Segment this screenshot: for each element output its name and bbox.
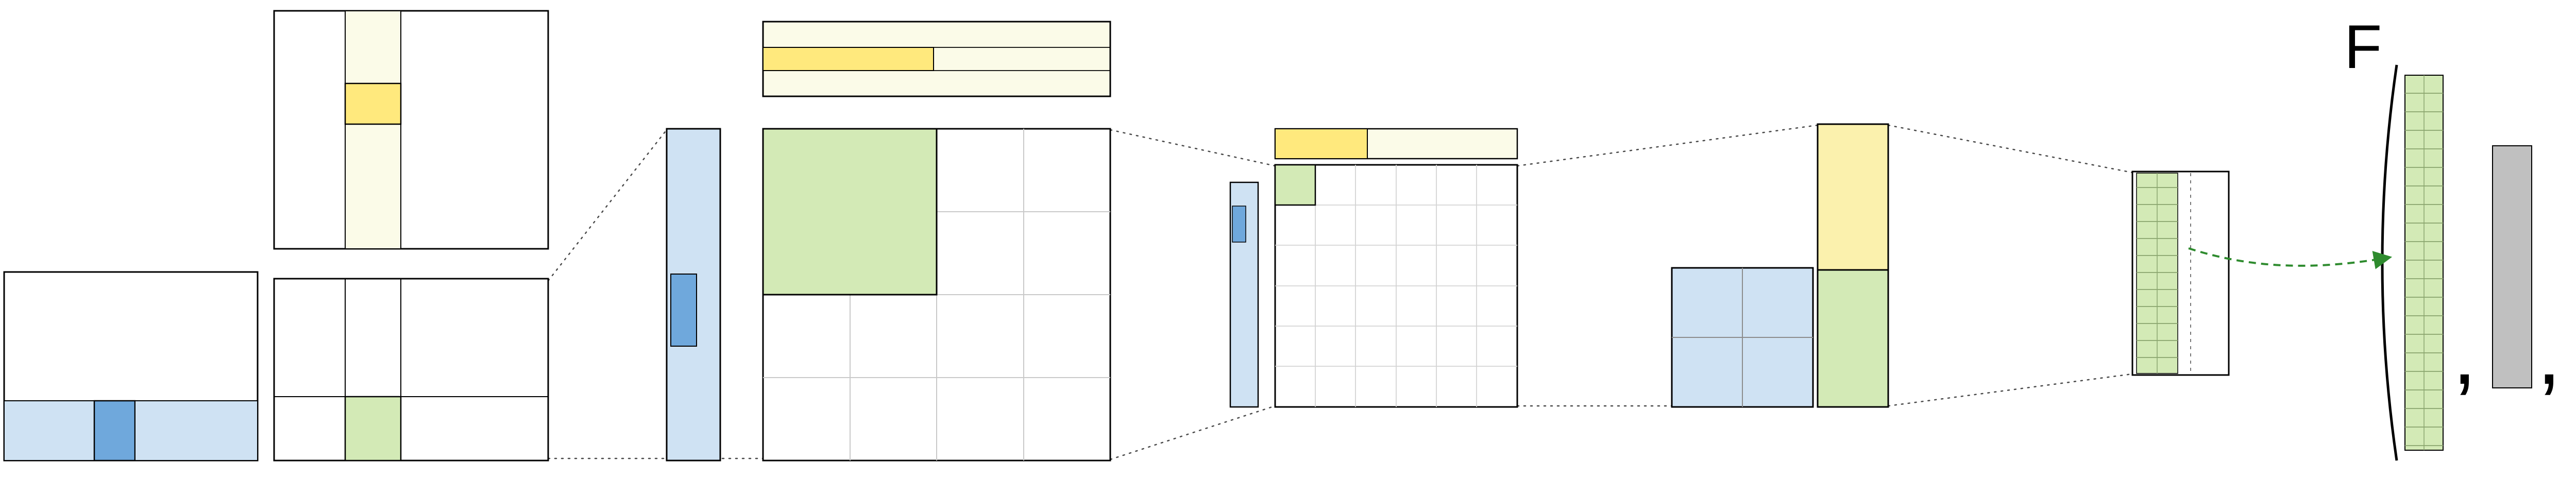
stacked-blocks bbox=[1817, 123, 1889, 408]
vector-row-yellow-small bbox=[1274, 128, 1518, 160]
vector-column-selected-segment bbox=[670, 274, 697, 347]
zoom-line-4a bbox=[1887, 124, 2133, 174]
matrix-top-input bbox=[273, 10, 549, 250]
matrix-output bbox=[273, 278, 549, 462]
zoom-line-3a bbox=[1516, 124, 1819, 167]
matrix-left-input bbox=[3, 271, 259, 462]
comma-2: , bbox=[2537, 305, 2561, 403]
selected-block-blue bbox=[93, 400, 136, 462]
function-label: F bbox=[2344, 12, 2382, 81]
zoom-line-4b bbox=[1887, 373, 2133, 407]
zoom-connectors bbox=[547, 124, 2133, 461]
vector-column-small-selected-segment bbox=[1232, 206, 1246, 243]
selected-cell-green-small bbox=[1274, 164, 1316, 206]
ellipsis: ⋯ bbox=[2573, 216, 2576, 291]
zoom-line-1a bbox=[547, 129, 668, 282]
highlighted-row-left bbox=[4, 400, 95, 461]
matrix-output-frame bbox=[273, 278, 549, 462]
highlighted-row-right bbox=[134, 400, 258, 461]
vector-row-selected-segment bbox=[762, 47, 934, 71]
selected-cell-green bbox=[344, 396, 402, 462]
arrow-green-dashed bbox=[2188, 247, 2393, 269]
paren-open bbox=[2381, 64, 2398, 461]
highlighted-column-ivory bbox=[345, 10, 401, 249]
selected-cell-yellow bbox=[344, 82, 402, 125]
comma-1: , bbox=[2452, 305, 2477, 403]
matrix-hatched-column bbox=[2131, 171, 2230, 376]
block-yellow bbox=[1817, 123, 1889, 271]
block-green bbox=[1817, 269, 1889, 408]
zoom-line-2a bbox=[1109, 129, 1276, 167]
matrix-block-green bbox=[762, 128, 1111, 462]
vector-column-blue-small bbox=[1229, 181, 1259, 408]
vector-row-yellow bbox=[762, 21, 1111, 97]
vector-column-blue bbox=[666, 128, 721, 462]
matrix-grid-small bbox=[1274, 164, 1518, 408]
matrix-top-input-frame bbox=[273, 10, 549, 250]
vector-row-small-selected-segment bbox=[1275, 128, 1368, 159]
zoom-line-2b bbox=[1109, 405, 1276, 461]
function-application: F , , ⋯ bbox=[2344, 12, 2576, 461]
vector-gray bbox=[2492, 145, 2532, 388]
selected-subblock-green bbox=[762, 128, 938, 296]
square-blue-2x2 bbox=[1671, 267, 1814, 408]
